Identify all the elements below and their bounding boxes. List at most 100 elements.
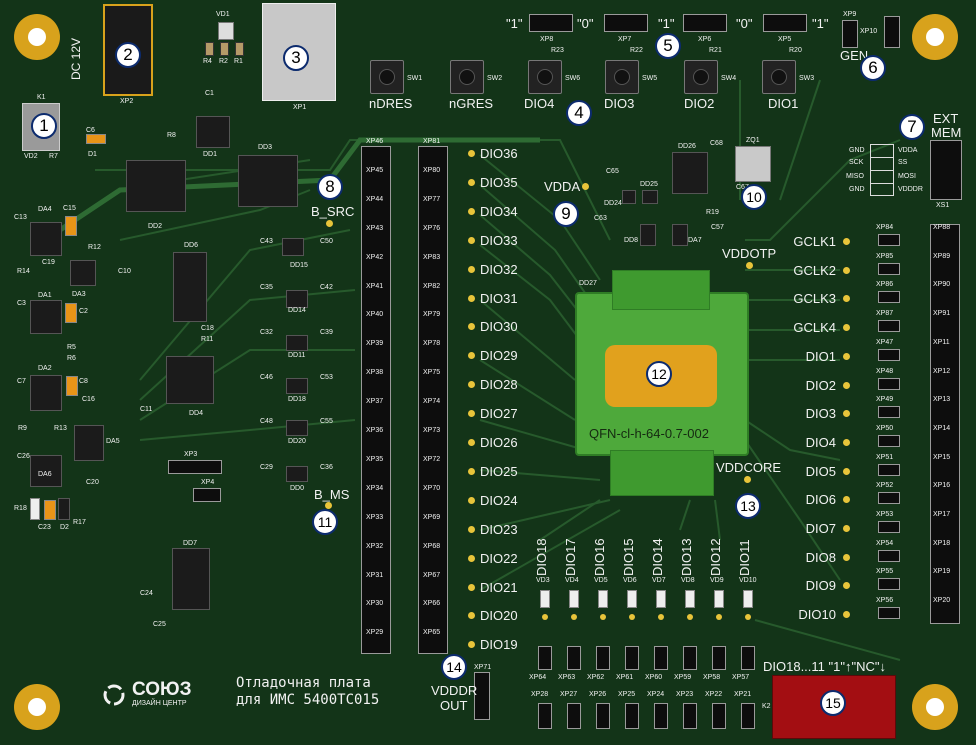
testpoint-gclk2[interactable] [843,266,850,274]
button-dio1[interactable] [762,60,796,94]
testpoint-vddcore[interactable] [744,476,751,483]
header-xp64[interactable] [538,646,552,670]
button-dio3[interactable] [605,60,639,94]
testpoint-vdda[interactable] [582,183,589,190]
header-xp25[interactable] [625,703,639,729]
testpoint-dio23[interactable] [468,525,475,533]
dd18-label: DD18 [288,396,306,403]
testpoint-dio12[interactable] [716,614,722,620]
xp3-label: XP3 [184,451,198,458]
testpoint-dio27[interactable] [468,410,475,418]
callout-15: 15 [820,690,846,716]
testpoint-dio36[interactable] [468,150,475,157]
testpoint-dio4[interactable] [843,438,850,446]
header-xp28[interactable] [538,703,552,729]
header-column-right-b[interactable] [930,224,960,624]
testpoint-dio34[interactable] [468,207,475,215]
testpoint-dio20[interactable] [468,612,475,620]
button-dio4[interactable] [528,60,562,94]
header-xp3[interactable] [168,460,222,474]
header-xp4[interactable] [193,488,221,502]
testpoint-dio2[interactable] [843,381,850,389]
xp10-header[interactable] [884,16,900,48]
testpoint-dio30[interactable] [468,323,475,331]
testpoint-b-src[interactable] [326,220,333,227]
testpoint-gclk3[interactable] [843,295,850,303]
header-xp24[interactable] [654,703,668,729]
header-xp47[interactable] [878,348,900,361]
header-xp63[interactable] [567,646,581,670]
testpoint-dio7[interactable] [843,525,850,532]
jumper-header[interactable] [529,14,573,32]
header-xp21[interactable] [741,703,755,729]
testpoint-dio6[interactable] [843,496,850,504]
header-xp22[interactable] [712,703,726,729]
testpoint-dio32[interactable] [468,265,475,273]
testpoint-vddotp[interactable] [746,262,753,269]
header-xp48[interactable] [878,377,900,390]
testpoint-dio16[interactable] [600,614,606,620]
header-xp86[interactable] [878,291,900,304]
testpoint-dio9[interactable] [843,582,850,590]
header-xp54[interactable] [878,549,900,562]
testpoint-dio35[interactable] [468,178,475,186]
testpoint-dio18[interactable] [542,614,548,620]
vdddr-out-header[interactable] [474,672,490,720]
testpoint-dio22[interactable] [468,554,475,562]
header-column-left-a[interactable] [361,146,391,654]
testpoint-dio29[interactable] [468,352,475,360]
testpoint-dio14[interactable] [658,614,664,620]
testpoint-dio21[interactable] [468,583,475,591]
testpoint-dio17[interactable] [571,614,577,620]
testpoint-dio15[interactable] [629,614,635,620]
jumper-header[interactable] [683,14,727,32]
testpoint-dio1[interactable] [843,352,850,360]
testpoint-dio33[interactable] [468,236,475,244]
header-xp23[interactable] [683,703,697,729]
header-xp61[interactable] [625,646,639,670]
gen-header[interactable] [842,20,858,48]
header-xp26[interactable] [596,703,610,729]
header-xp87[interactable] [878,320,900,333]
jumper-header[interactable] [763,14,807,32]
testpoint-gclk1[interactable] [843,238,850,245]
left-xp-a-label: XP44 [366,195,384,203]
header-xp53[interactable] [878,521,900,533]
header-column-left-b[interactable] [418,146,448,654]
testpoint-dio10[interactable] [843,611,850,619]
header-xp58[interactable] [712,646,726,670]
button-dio2[interactable] [684,60,718,94]
jumper-header[interactable] [604,14,648,32]
testpoint-dio25[interactable] [468,467,475,475]
header-xp84[interactable] [878,234,900,246]
testpoint-dio26[interactable] [468,439,475,446]
header-xp50[interactable] [878,434,900,447]
header-xp56[interactable] [878,607,900,620]
testpoint-dio11[interactable] [745,614,751,620]
header-xp51[interactable] [878,463,900,476]
header-xp60[interactable] [654,646,668,670]
header-xp52[interactable] [878,492,900,505]
testpoint-dio24[interactable] [468,496,475,504]
testpoint-dio28[interactable] [468,381,475,389]
header-xp27[interactable] [567,703,581,729]
button-ngres[interactable] [450,60,484,94]
testpoint-dio13[interactable] [687,614,693,620]
header-xp62[interactable] [596,646,610,670]
testpoint-dio19[interactable] [468,641,475,649]
right-xp-a-label: XP54 [876,539,894,547]
testpoint-gclk4[interactable] [843,324,850,332]
header-xp85[interactable] [878,262,900,275]
header-xp49[interactable] [878,406,900,419]
ext-mem-connector[interactable] [930,140,962,200]
vddotp-label: VDDOTP [722,246,777,261]
header-xp55[interactable] [878,578,900,591]
testpoint-dio5[interactable] [843,467,850,475]
header-xp59[interactable] [683,646,697,670]
testpoint-dio8[interactable] [843,553,850,561]
testpoint-b-ms[interactable] [325,502,332,509]
button-ndres[interactable] [370,60,404,94]
testpoint-dio31[interactable] [468,294,475,302]
testpoint-dio3[interactable] [843,410,850,418]
header-xp57[interactable] [741,646,755,670]
